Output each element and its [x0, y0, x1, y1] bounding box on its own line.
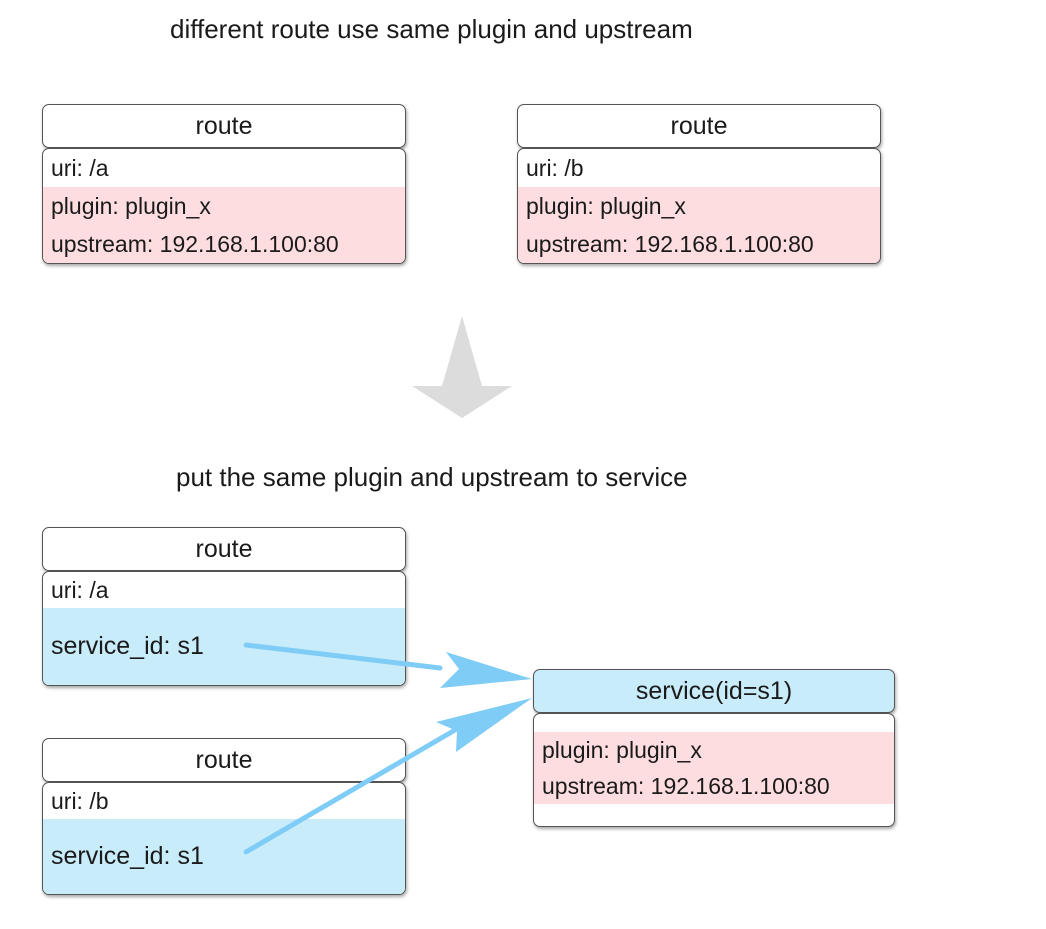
route-title: route: [517, 104, 881, 148]
service-body: plugin: plugin_x upstream: 192.168.1.100…: [533, 713, 895, 827]
top-caption: different route use same plugin and upst…: [170, 14, 693, 44]
route-upstream: upstream: 192.168.1.100:80: [518, 225, 880, 263]
route-box-b-after: route uri: /b service_id: s1: [42, 738, 406, 895]
route-upstream: upstream: 192.168.1.100:80: [43, 225, 405, 263]
route-uri: uri: /b: [51, 787, 109, 814]
route-plugin: plugin: plugin_x: [518, 187, 880, 225]
bottom-caption: put the same plugin and upstream to serv…: [176, 462, 688, 492]
route-service-id: service_id: s1: [43, 608, 405, 685]
route-title: route: [42, 738, 406, 782]
route-uri: uri: /a: [51, 576, 109, 603]
service-upstream: upstream: 192.168.1.100:80: [534, 768, 894, 804]
service-box: service(id=s1) plugin: plugin_x upstream…: [533, 669, 895, 827]
service-title: service(id=s1): [533, 669, 895, 713]
route-body: uri: /a service_id: s1: [42, 571, 406, 686]
route-service-id: service_id: s1: [43, 819, 405, 894]
route-title: route: [42, 104, 406, 148]
route-box-a-before: route uri: /a plugin: plugin_x upstream:…: [42, 104, 406, 264]
route-box-a-after: route uri: /a service_id: s1: [42, 527, 406, 686]
route-uri: uri: /a: [51, 154, 109, 181]
route-box-b-before: route uri: /b plugin: plugin_x upstream:…: [517, 104, 881, 264]
route-body: uri: /b plugin: plugin_x upstream: 192.1…: [517, 148, 881, 264]
route-title: route: [42, 527, 406, 571]
route-body: uri: /b service_id: s1: [42, 782, 406, 895]
service-plugin: plugin: plugin_x: [534, 732, 894, 768]
route-uri: uri: /b: [526, 154, 584, 181]
route-body: uri: /a plugin: plugin_x upstream: 192.1…: [42, 148, 406, 264]
route-plugin: plugin: plugin_x: [43, 187, 405, 225]
